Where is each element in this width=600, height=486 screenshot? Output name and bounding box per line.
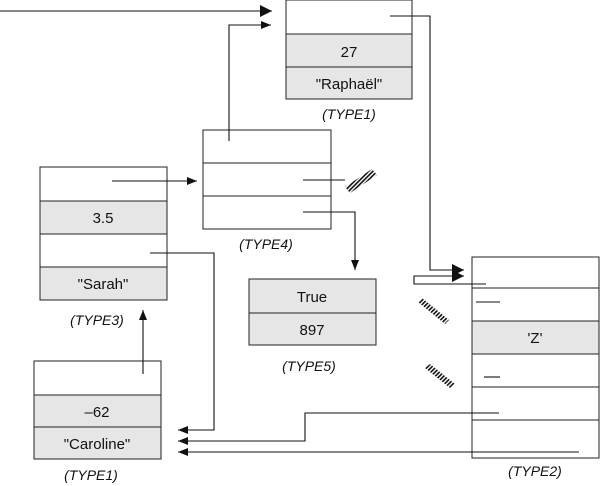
sarah-type-label: (TYPE3)	[70, 312, 124, 328]
type4-cell-1	[202, 129, 332, 164]
sarah-name-cell	[39, 266, 168, 301]
pointer-arrows	[0, 5, 579, 456]
pointer-type4-to-raphael	[228, 21, 271, 141]
type5-flag: True	[297, 289, 327, 306]
raphael-name: "Raphaël"	[316, 76, 383, 93]
raphael-age: 27	[341, 44, 358, 61]
type2-char: 'Z'	[528, 330, 543, 347]
raphael-pointer-cell	[285, 0, 413, 35]
record-type2: 'Z' (TYPE2)	[471, 256, 600, 479]
sarah-value-cell	[39, 200, 168, 235]
raphael-name-cell	[285, 66, 413, 100]
raphael-age-cell	[285, 33, 413, 68]
pointer-raphael-to-type2	[390, 15, 464, 276]
type2-type-label: (TYPE2)	[508, 463, 562, 479]
pointer-sarah-to-caroline	[150, 252, 215, 434]
caroline-name-cell	[33, 426, 162, 460]
record-raphael: 27 "Raphaël" (TYPE1)	[285, 0, 413, 122]
pointer-type2-to-caroline-a	[178, 412, 499, 445]
record-type4: (TYPE4)	[202, 129, 332, 252]
type4-type-label: (TYPE4)	[239, 236, 293, 252]
type2-char-cell	[471, 320, 600, 355]
type5-number: 897	[299, 322, 324, 339]
sarah-pointer-cell	[39, 166, 168, 202]
dangling-mark-type4	[345, 169, 377, 193]
record-caroline: –62 "Caroline" (TYPE1)	[33, 360, 162, 483]
dangling-mark-type2-b	[425, 364, 455, 388]
caroline-name: "Caroline"	[64, 436, 131, 453]
raphael-type-label: (TYPE1)	[322, 106, 376, 122]
dangling-mark-type2-a	[418, 298, 449, 324]
type2-cell-5	[471, 386, 600, 421]
caroline-pointer-cell	[33, 360, 162, 396]
caroline-type-label: (TYPE1)	[64, 467, 118, 483]
type2-cell-4	[471, 353, 600, 388]
pointer-type4-to-type5	[303, 211, 359, 270]
sarah-value: 3.5	[93, 210, 114, 227]
type5-type-label: (TYPE5)	[282, 358, 336, 374]
dangling-pointer-marks	[345, 169, 455, 388]
type5-number-cell	[248, 312, 377, 346]
type2-cell-1	[471, 256, 600, 289]
type2-cell-2	[471, 287, 600, 322]
sarah-pointer-cell-2	[39, 233, 168, 268]
record-type5: True 897 (TYPE5)	[248, 278, 377, 374]
record-sarah: 3.5 "Sarah" (TYPE3)	[39, 166, 168, 328]
pointer-type2-self-loop	[413, 270, 486, 285]
sarah-name: "Sarah"	[78, 276, 129, 293]
caroline-age: –62	[84, 404, 109, 421]
